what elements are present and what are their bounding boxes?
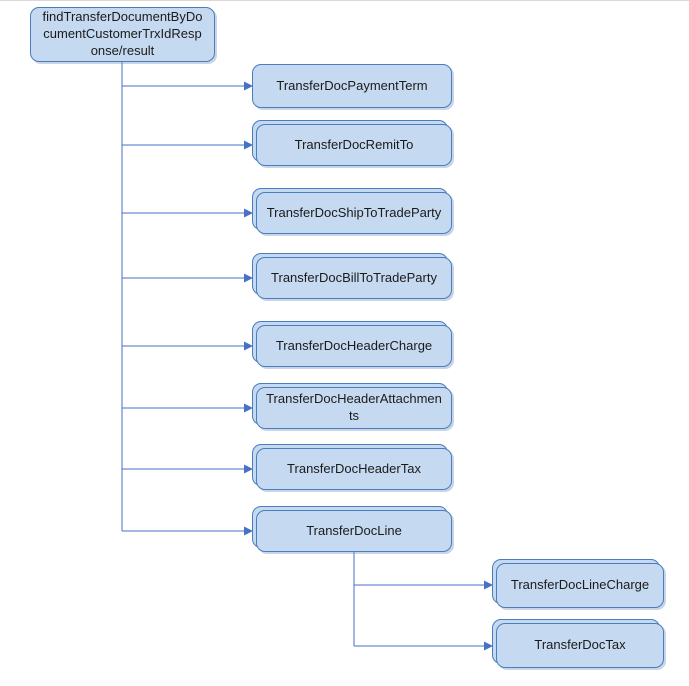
arrowhead-icon (244, 208, 253, 218)
node-label: TransferDocHeaderTax (287, 460, 421, 476)
node-box: TransferDocHeaderCharge (256, 325, 452, 367)
arrowhead-icon (484, 641, 493, 651)
node-box: TransferDocLineCharge (496, 563, 664, 608)
node-box: TransferDocShipToTradeParty (256, 192, 452, 234)
node-label: TransferDocTax (534, 637, 626, 653)
node-label: TransferDocRemitTo (294, 136, 414, 152)
arrowhead-icon (244, 464, 253, 474)
node-label: TransferDocPaymentTerm (276, 77, 428, 93)
node-label: TransferDocHeaderCharge (275, 337, 433, 353)
node-root-box: findTransferDocumentByDocumentCustomerTr… (30, 7, 215, 62)
node-transferdocremitto: TransferDocRemitTo (252, 120, 452, 166)
node-label: TransferDocHeaderAttachments (266, 391, 442, 423)
node-box: TransferDocHeaderAttachments (256, 387, 452, 429)
node-box: TransferDocBillToTradeParty (256, 257, 452, 299)
arrowhead-icon (244, 140, 253, 150)
node-transferdocbilltotradeparty: TransferDocBillToTradeParty (252, 253, 452, 299)
arrowhead-icon (244, 273, 253, 283)
node-transferdocheadercharge: TransferDocHeaderCharge (252, 321, 452, 367)
node-transferdocpaymentterm: TransferDocPaymentTerm (252, 64, 452, 108)
arrowhead-icon (484, 580, 493, 590)
node-box: TransferDocTax (496, 623, 664, 668)
node-transferdoctax: TransferDocTax (492, 619, 664, 668)
node-transferdocline: TransferDocLine (252, 506, 452, 552)
arrowhead-icon (244, 81, 253, 91)
node-box: TransferDocLine (256, 510, 452, 552)
node-label: TransferDocLineCharge (510, 577, 650, 593)
node-label: TransferDocShipToTradeParty (266, 204, 442, 220)
node-root-label: findTransferDocumentByDocumentCustomerTr… (42, 9, 203, 58)
node-transferdocshiptotradeparty: TransferDocShipToTradeParty (252, 188, 452, 234)
node-box: TransferDocRemitTo (256, 124, 452, 166)
node-root: findTransferDocumentByDocumentCustomerTr… (30, 7, 215, 62)
node-transferdocheaderattachments: TransferDocHeaderAttachments (252, 383, 452, 429)
node-transferdoclinecharge: TransferDocLineCharge (492, 559, 664, 608)
node-box: TransferDocHeaderTax (256, 448, 452, 490)
node-label: TransferDocLine (306, 522, 402, 538)
arrowhead-icon (244, 403, 253, 413)
arrowhead-icon (244, 341, 253, 351)
arrowhead-icon (244, 526, 253, 536)
node-label: TransferDocBillToTradeParty (271, 269, 437, 285)
node-transferdocheadertax: TransferDocHeaderTax (252, 444, 452, 490)
node-box: TransferDocPaymentTerm (252, 64, 452, 108)
